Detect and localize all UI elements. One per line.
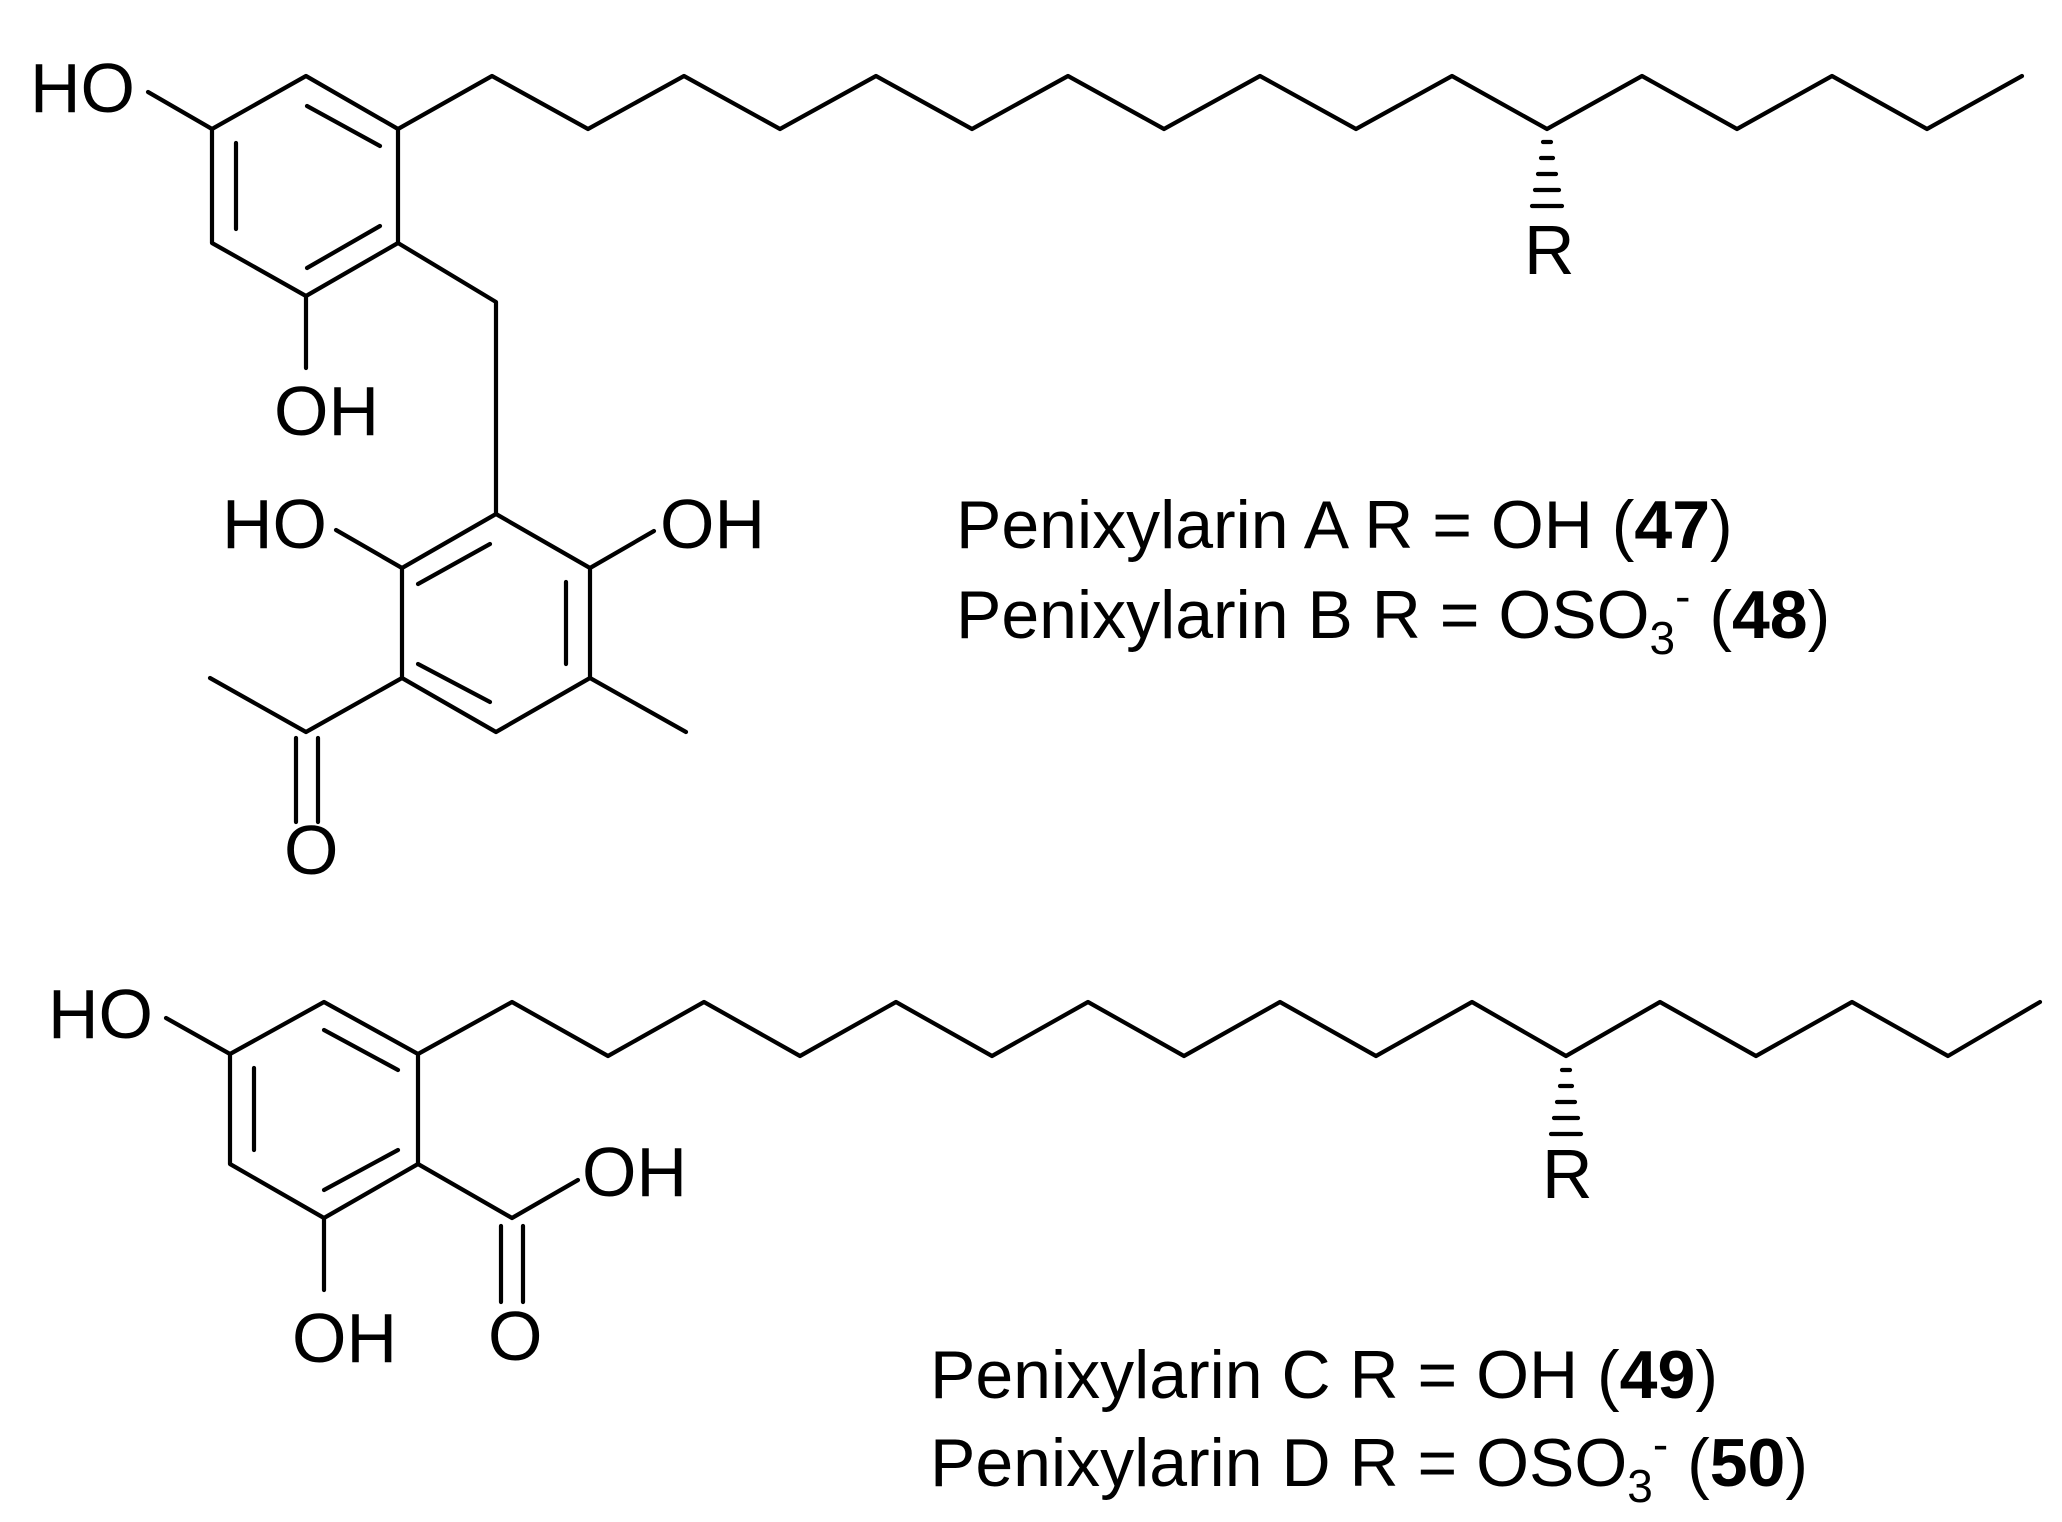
bond-oh-mid (587, 528, 657, 571)
bond-ho-top (145, 89, 215, 132)
legend-block-top: Penixylarin A R = OH (47) Penixylarin B … (956, 487, 1830, 664)
atom-r-top: R (1524, 211, 1575, 289)
legend-b-name: Penixylarin B (956, 577, 1353, 653)
atom-ho-bottom-top: HO (48, 975, 153, 1053)
hashed-wedge-top (1529, 139, 1565, 209)
molecule-penixylarin-c-d: HO OH OH O R (48, 975, 2043, 1377)
atom-acid-o: O (488, 1297, 542, 1375)
alkyl-chain-bottom (415, 999, 2043, 1059)
legend-b-r: R = OSO (1372, 577, 1650, 653)
legend-a-r: R = OH (1364, 487, 1593, 563)
legend-b-subscript: 3 (1650, 612, 1676, 664)
compound-number-48: 48 (1732, 577, 1808, 653)
legend-c-r: R = OH (1350, 1337, 1579, 1413)
atom-r-bottom: R (1542, 1135, 1593, 1213)
legend-penixylarin-b: Penixylarin B R = OSO3- (48) (956, 570, 1830, 664)
atom-ketone-o: O (284, 811, 338, 889)
bond-ho-bottom-top (163, 1015, 233, 1057)
legend-d-name: Penixylarin D (930, 1425, 1331, 1501)
molecule-penixylarin-a-b: HO OH R HO OH (30, 49, 2025, 889)
bottom-aromatic-ring (227, 999, 421, 1221)
bond-methyl (587, 675, 689, 735)
atom-oh-mid: OH (660, 485, 765, 563)
legend-b-charge: - (1675, 570, 1690, 622)
legend-d-subscript: 3 (1627, 1460, 1653, 1512)
methylene-bridge (395, 240, 499, 517)
legend-block-bottom: Penixylarin C R = OH (49) Penixylarin D … (930, 1337, 1808, 1512)
alkyl-chain-top (395, 73, 2025, 132)
compound-number-49: 49 (1620, 1337, 1696, 1413)
atom-ho-mid: HO (222, 485, 327, 563)
legend-c-name: Penixylarin C (930, 1337, 1331, 1413)
atom-ho-top: HO (30, 49, 135, 127)
bond-ho-mid (333, 527, 405, 571)
legend-d-r: R = OSO (1350, 1425, 1628, 1501)
atom-oh-left: OH (274, 372, 379, 450)
legend-penixylarin-d: Penixylarin D R = OSO3- (50) (930, 1418, 1808, 1512)
bond-acid (415, 1161, 581, 1221)
atom-oh-bottom: OH (292, 1299, 397, 1377)
hashed-wedge-bottom (1548, 1067, 1584, 1137)
lower-aromatic-ring (399, 511, 593, 735)
compound-number-47: 47 (1634, 487, 1710, 563)
legend-penixylarin-a: Penixylarin A R = OH (47) (956, 487, 1733, 563)
atom-acid-oh: OH (582, 1133, 687, 1211)
legend-d-charge: - (1653, 1418, 1668, 1470)
bond-acetyl (207, 675, 405, 735)
upper-aromatic-ring (209, 73, 401, 299)
legend-penixylarin-c: Penixylarin C R = OH (49) (930, 1337, 1718, 1413)
compound-number-50: 50 (1710, 1425, 1786, 1501)
legend-a-name: Penixylarin A (956, 487, 1350, 563)
